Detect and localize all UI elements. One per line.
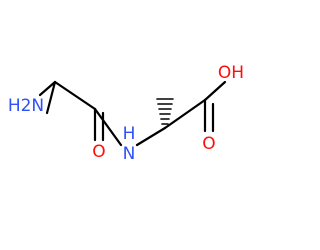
amide-nitrogen-label: N bbox=[123, 144, 136, 164]
structure-canvas: H2N O N H O OH bbox=[8, 63, 244, 164]
hydroxyl-label: OH bbox=[218, 63, 244, 83]
carboxyl-oxygen-label: O bbox=[202, 134, 215, 154]
bond-alpha-to-carbonyl bbox=[53, 80, 97, 111]
carbonyl-oxygen-label: O bbox=[92, 142, 105, 162]
amine-label: H2N bbox=[8, 96, 44, 116]
bond-methyl-left bbox=[45, 80, 57, 115]
bond-alpha-to-amine bbox=[38, 80, 57, 97]
bond-carboxyl-to-oh bbox=[203, 80, 227, 102]
amide-hydrogen-label: H bbox=[123, 124, 136, 144]
bond-alpha2-to-carboxyl bbox=[163, 98, 207, 130]
molecule-structure: H2N O N H O OH bbox=[8, 63, 244, 164]
stereo-hash-bond bbox=[156, 98, 174, 125]
bond-amide-n-to-alpha2 bbox=[135, 126, 167, 147]
bond-carbonyl-to-amide-n bbox=[93, 107, 123, 147]
